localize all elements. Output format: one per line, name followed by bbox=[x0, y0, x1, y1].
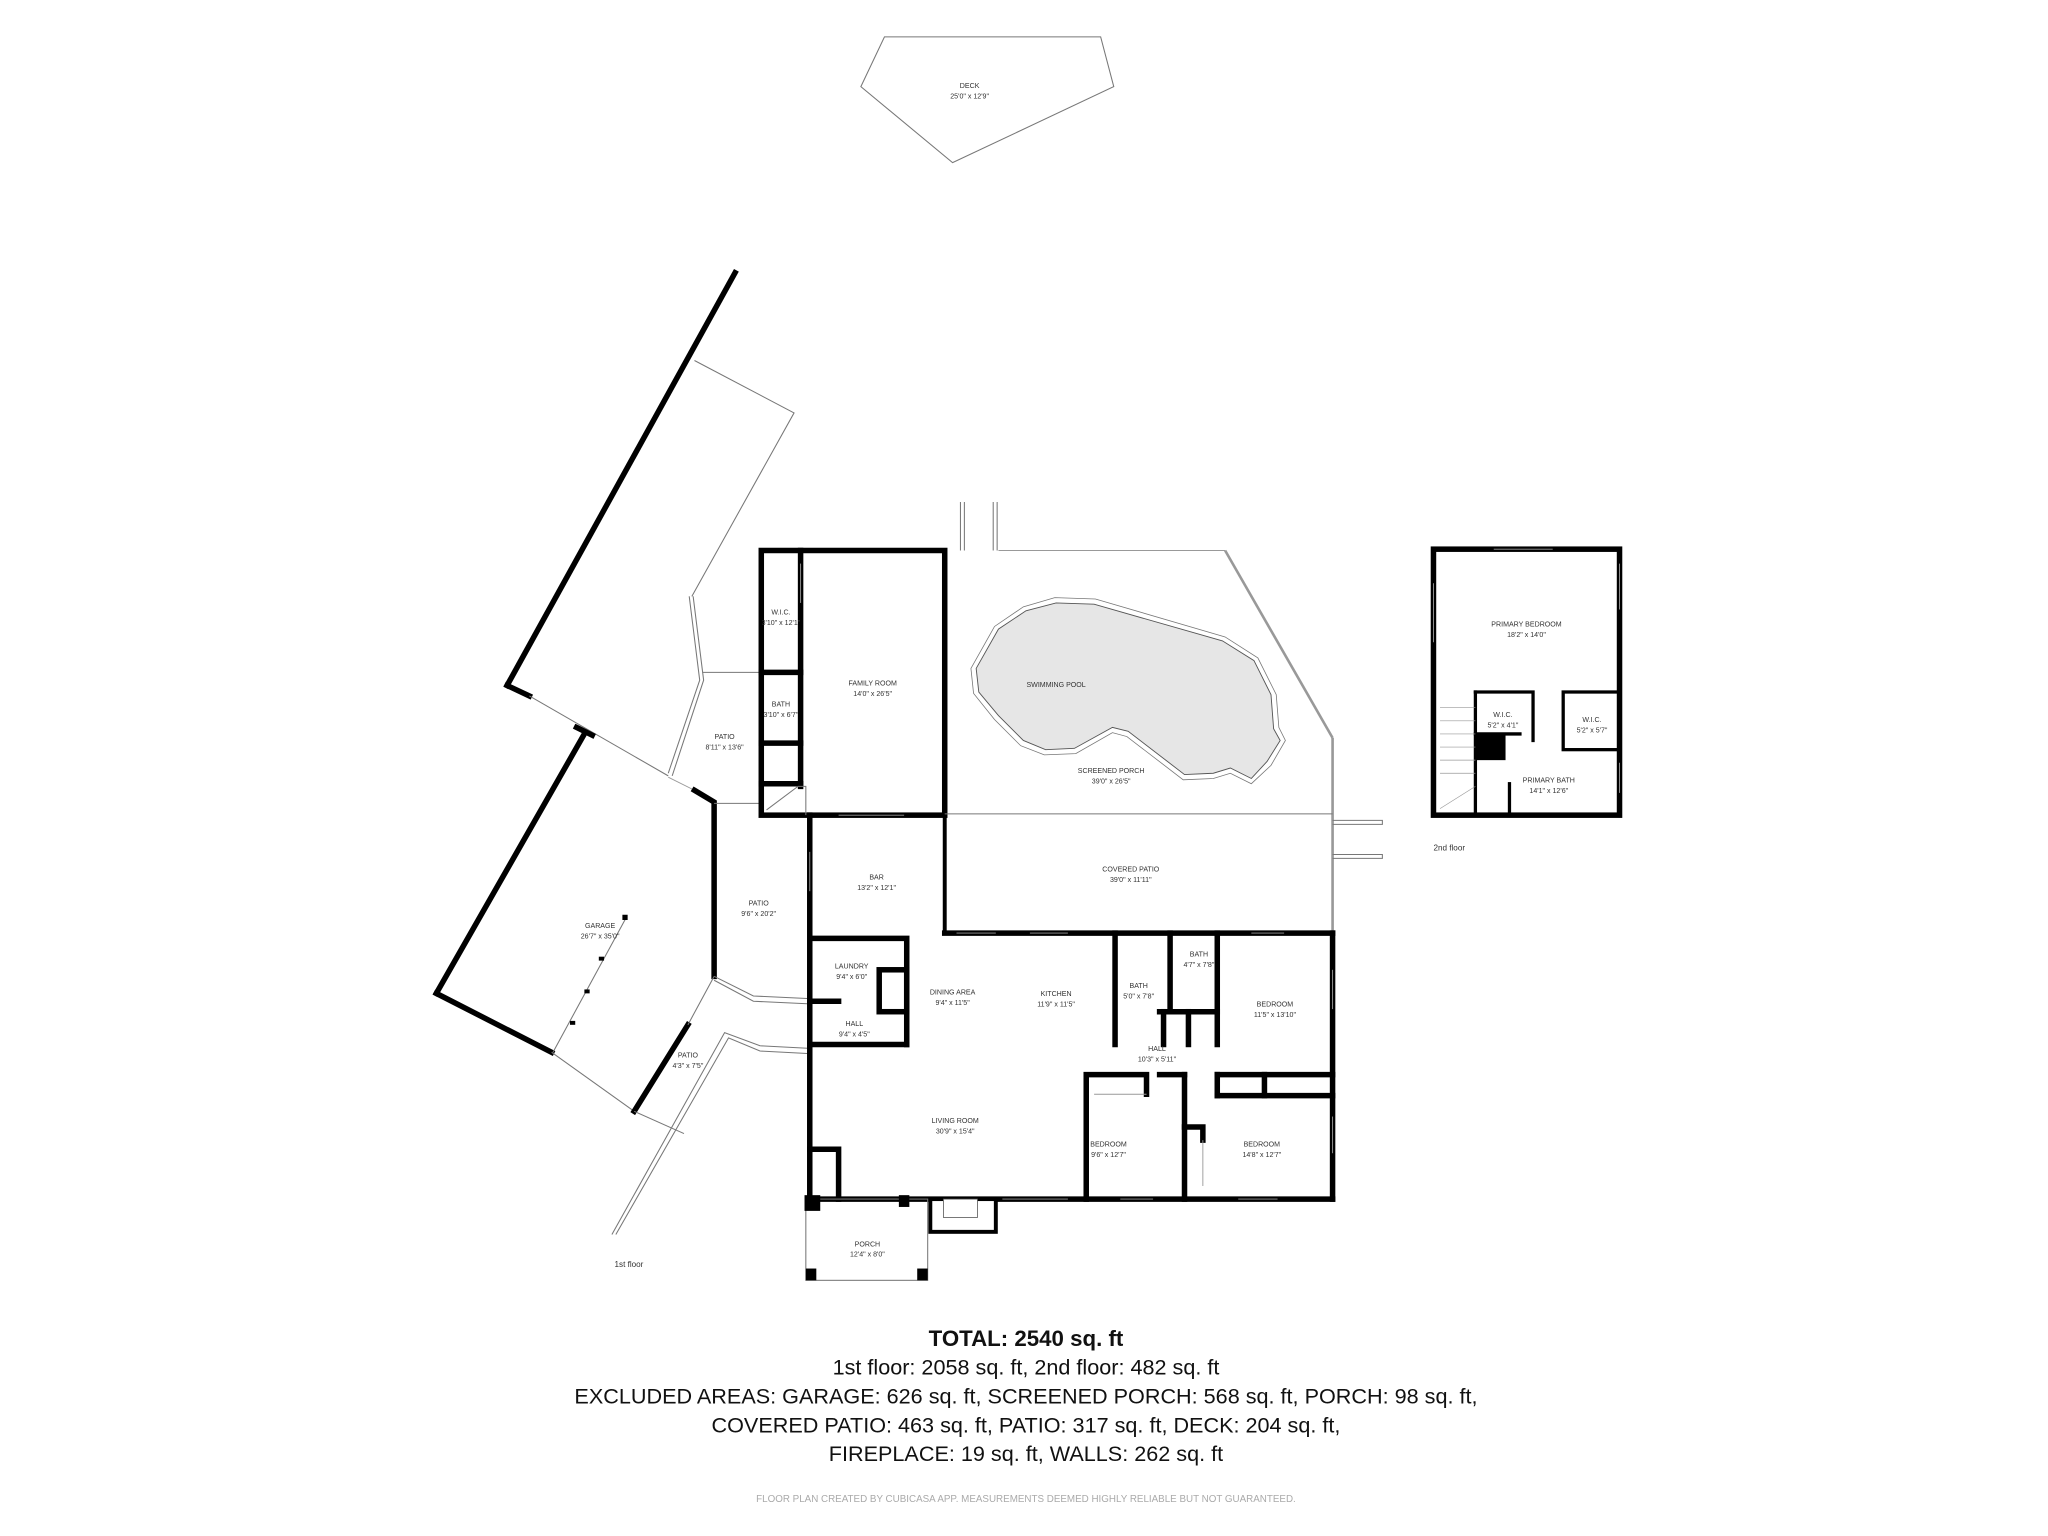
room-name: W.I.C. bbox=[771, 610, 790, 617]
room-name: COVERED PATIO bbox=[1102, 867, 1160, 874]
room-name: KITCHEN bbox=[1041, 991, 1072, 998]
total-area: TOTAL: 2540 sq. ft bbox=[929, 1326, 1124, 1351]
excluded-areas-2: COVERED PATIO: 463 sq. ft, PATIO: 317 sq… bbox=[712, 1412, 1341, 1437]
room-name: W.I.C. bbox=[1493, 712, 1512, 719]
room-size: 9'4" x 6'0" bbox=[836, 974, 867, 981]
room-size: 3'10" x 12'1" bbox=[762, 620, 801, 627]
room-size: 10'3" x 5'11" bbox=[1138, 1057, 1177, 1064]
room-name: LAUNDRY bbox=[835, 963, 869, 970]
floor-areas: 1st floor: 2058 sq. ft, 2nd floor: 482 s… bbox=[833, 1355, 1220, 1380]
room-size: 14'8" x 12'7" bbox=[1242, 1152, 1281, 1159]
room-name: BATH bbox=[772, 701, 790, 708]
swimming-pool bbox=[975, 602, 1281, 780]
floor-label-second: 2nd floor bbox=[1433, 844, 1465, 853]
excluded-areas-1: EXCLUDED AREAS: GARAGE: 626 sq. ft, SCRE… bbox=[574, 1383, 1477, 1408]
room-name: SCREENED PORCH bbox=[1078, 768, 1145, 775]
room-name: BATH bbox=[1190, 952, 1208, 959]
room-name: HALL bbox=[1148, 1046, 1166, 1053]
room-name: BATH bbox=[1129, 983, 1147, 990]
room-name: GARAGE bbox=[585, 923, 616, 930]
room-size: 14'0" x 26'5" bbox=[853, 691, 892, 698]
room-size: 14'1" x 12'6" bbox=[1529, 788, 1568, 795]
room-name: PATIO bbox=[678, 1053, 699, 1060]
room-size: 11'5" x 13'10" bbox=[1254, 1012, 1297, 1019]
room-size: 3'10" x 6'7" bbox=[764, 712, 799, 719]
screened-porch: SWIMMING POOL SCREENED PORCH 39'0" x 26'… bbox=[942, 502, 1383, 936]
room-size: 5'2" x 4'1" bbox=[1487, 722, 1518, 729]
room-name: FAMILY ROOM bbox=[848, 680, 897, 687]
room-name: PATIO bbox=[715, 734, 736, 741]
room-size: 39'0" x 11'11" bbox=[1110, 877, 1152, 884]
room-name: BAR bbox=[869, 874, 884, 881]
room-size: 5'0" x 7'8" bbox=[1123, 994, 1154, 1001]
porch bbox=[805, 1198, 929, 1281]
room-size: 4'7" x 7'8" bbox=[1183, 962, 1214, 969]
garage-wing: GARAGE 26'7" x 35'0" PATIO 8'11" x 13'6"… bbox=[432, 268, 810, 1269]
room-size: 9'6" x 12'7" bbox=[1091, 1152, 1126, 1159]
room-name: PRIMARY BEDROOM bbox=[1491, 621, 1561, 628]
room-name: BEDROOM bbox=[1090, 1142, 1127, 1149]
disclaimer: FLOOR PLAN CREATED BY CUBICASA APP. MEAS… bbox=[756, 1494, 1296, 1505]
room-name: DINING AREA bbox=[930, 990, 976, 997]
room-size: 4'3" x 7'5" bbox=[672, 1063, 703, 1070]
deck: DECK 25'0" x 12'9" bbox=[860, 36, 1115, 164]
room-name: PATIO bbox=[749, 901, 770, 908]
second-floor: PRIMARY BEDROOM 18'2" x 14'0" W.I.C. 5'2… bbox=[1430, 546, 1623, 853]
room-size: 8'11" x 13'6" bbox=[705, 745, 744, 752]
room-size: 12'4" x 8'0" bbox=[850, 1252, 885, 1259]
room-name: PRIMARY BATH bbox=[1523, 777, 1575, 784]
room-name: W.I.C. bbox=[1582, 717, 1601, 724]
family-block: W.I.C. 3'10" x 12'1" BATH 3'10" x 6'7" F… bbox=[758, 547, 948, 818]
room-name: DECK bbox=[960, 83, 980, 90]
room-size: 9'4" x 4'5" bbox=[839, 1032, 870, 1039]
room-size: 13'2" x 12'1" bbox=[857, 885, 896, 892]
excluded-areas-3: FIREPLACE: 19 sq. ft, WALLS: 262 sq. ft bbox=[829, 1441, 1223, 1466]
area-summary: TOTAL: 2540 sq. ft 1st floor: 2058 sq. f… bbox=[574, 1326, 1477, 1505]
room-size: 39'0" x 26'5" bbox=[1092, 779, 1131, 786]
room-size: 9'6" x 20'2" bbox=[741, 911, 776, 918]
main-house: LAUNDRY 9'4" x 6'0" HALL 9'4" x 4'5" BAR… bbox=[804, 812, 1336, 1281]
room-size: 26'7" x 35'0" bbox=[581, 933, 620, 940]
room-size: 18'2" x 14'0" bbox=[1507, 632, 1546, 639]
room-name: PORCH bbox=[855, 1241, 881, 1248]
room-size: 9'4" x 11'5" bbox=[935, 1000, 970, 1007]
room-name: BEDROOM bbox=[1244, 1142, 1281, 1149]
room-size: 25'0" x 12'9" bbox=[950, 93, 989, 100]
room-size: 5'2" x 5'7" bbox=[1577, 728, 1608, 735]
room-name: HALL bbox=[845, 1021, 863, 1028]
pool-label: SWIMMING POOL bbox=[1026, 682, 1085, 689]
floor-label-first: 1st floor bbox=[615, 1260, 644, 1269]
room-size: 30'9" x 15'4" bbox=[936, 1129, 975, 1136]
room-name: LIVING ROOM bbox=[932, 1118, 979, 1125]
room-size: 11'9" x 11'5" bbox=[1037, 1001, 1075, 1008]
room-name: BEDROOM bbox=[1257, 1001, 1294, 1008]
